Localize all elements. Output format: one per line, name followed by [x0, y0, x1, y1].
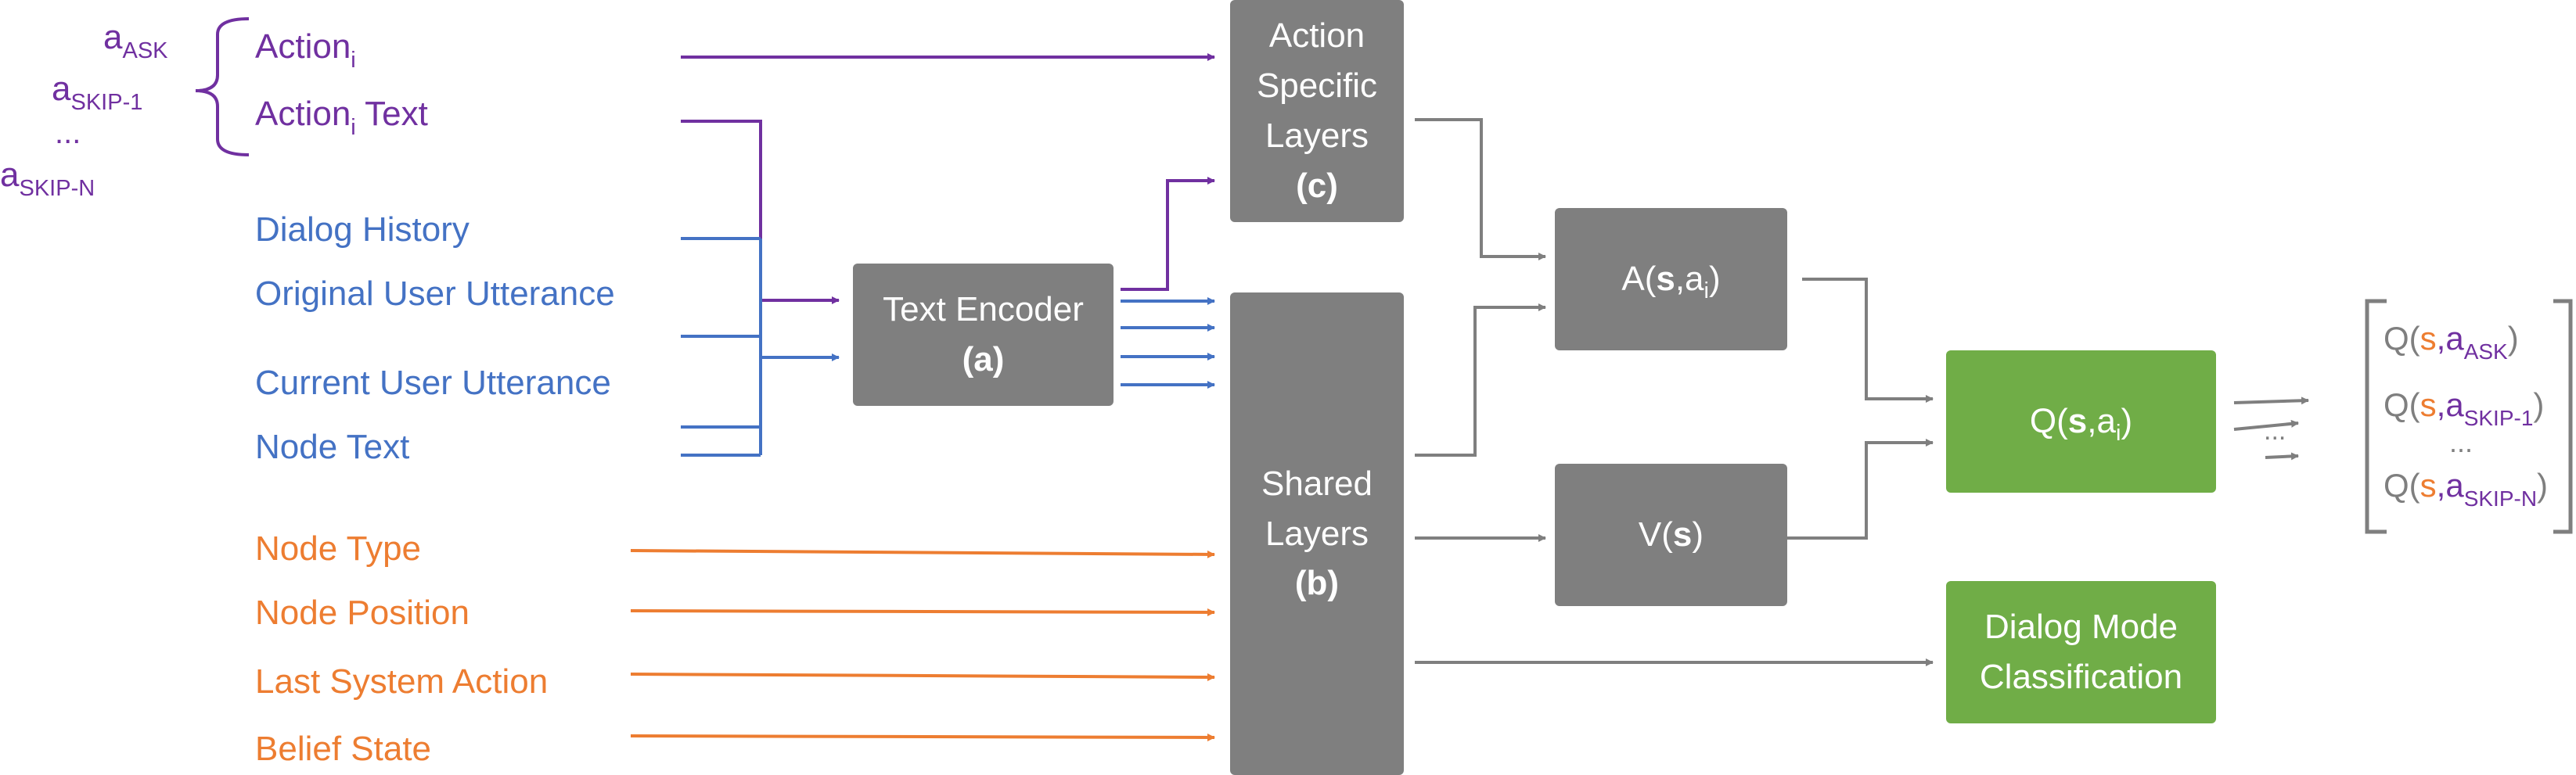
- advantage-to-q-arrow: [1802, 278, 1934, 403]
- text-encoder-tag: (a): [962, 340, 1005, 379]
- node-type-arrow: [630, 549, 1215, 558]
- q-output-skip-1: Q(s,aSKIP-1): [2384, 386, 2545, 430]
- q-out-arrow-2: [2233, 419, 2299, 431]
- action-specific-to-advantage-arrow: [1415, 118, 1546, 260]
- legend-ellipsis: ...: [55, 116, 81, 150]
- shared-to-advantage-arrow: [1415, 303, 1546, 457]
- q-output-skip-n: Q(s,aSKIP-N): [2384, 467, 2549, 511]
- action-text-arrow: [681, 120, 840, 304]
- shared-layers-line1: Shared: [1261, 464, 1373, 503]
- shared-layers-box: Shared Layers (b): [1230, 292, 1404, 775]
- q-arrow-ellipsis: ...: [2264, 416, 2286, 446]
- action-specific-tag: (c): [1296, 166, 1338, 205]
- belief-state-label: Belief State: [255, 730, 432, 768]
- encoder-to-action-specific-arrow: [1121, 177, 1215, 291]
- advantage-box: A(s,ai): [1555, 208, 1787, 350]
- action-specific-line3: Layers: [1265, 117, 1369, 155]
- dialog-history-label: Dialog History: [255, 210, 470, 249]
- action-specific-layers-box: Action Specific Layers (c): [1230, 0, 1404, 222]
- a-skip-n-label: aSKIP-N: [0, 156, 95, 201]
- belief-state-arrow: [630, 733, 1215, 741]
- node-position-label: Node Position: [255, 594, 470, 632]
- node-position-arrow: [630, 608, 1215, 616]
- action-specific-line2: Specific: [1256, 66, 1378, 106]
- action-i-text-label: Actioni Text: [255, 95, 428, 140]
- dialog-mode-classification-box: Dialog Mode Classification: [1946, 581, 2216, 723]
- node-type-label: Node Type: [255, 529, 422, 568]
- text-encoder-box: Text Encoder (a): [853, 264, 1114, 406]
- action-specific-line1: Action: [1268, 16, 1365, 56]
- dialog-mode-line2: Classification: [1979, 658, 2183, 696]
- a-skip-1-label: aSKIP-1: [52, 70, 143, 115]
- last-system-action-arrow: [630, 673, 1215, 681]
- q-out-arrow-3: [2265, 452, 2299, 461]
- shared-layers-line2: Layers: [1265, 514, 1369, 553]
- q-output-ellipsis: ...: [2449, 426, 2473, 458]
- q-bracket-right: [2553, 299, 2573, 534]
- a-ask-label: aASK: [103, 18, 168, 63]
- q-bracket-left: [2365, 299, 2387, 534]
- action-i-label: Actioni: [255, 27, 356, 73]
- q-out-arrow-1: [2233, 396, 2309, 405]
- last-system-action-label: Last System Action: [255, 662, 549, 701]
- dialog-mode-line1: Dialog Mode: [1984, 608, 2178, 647]
- text-encoder-title: Text Encoder: [883, 290, 1084, 329]
- action-brace: [195, 17, 250, 156]
- current-user-utterance-label: Current User Utterance: [255, 364, 611, 402]
- value-to-q-arrow: [1757, 439, 1934, 540]
- q-output-ask: Q(s,aASK): [2384, 320, 2519, 364]
- original-user-utterance-label: Original User Utterance: [255, 274, 615, 313]
- node-text-label: Node Text: [255, 428, 410, 466]
- shared-layers-tag: (b): [1294, 564, 1340, 603]
- value-box: V(s): [1555, 464, 1787, 606]
- q-value-box: Q(s,ai): [1946, 350, 2216, 493]
